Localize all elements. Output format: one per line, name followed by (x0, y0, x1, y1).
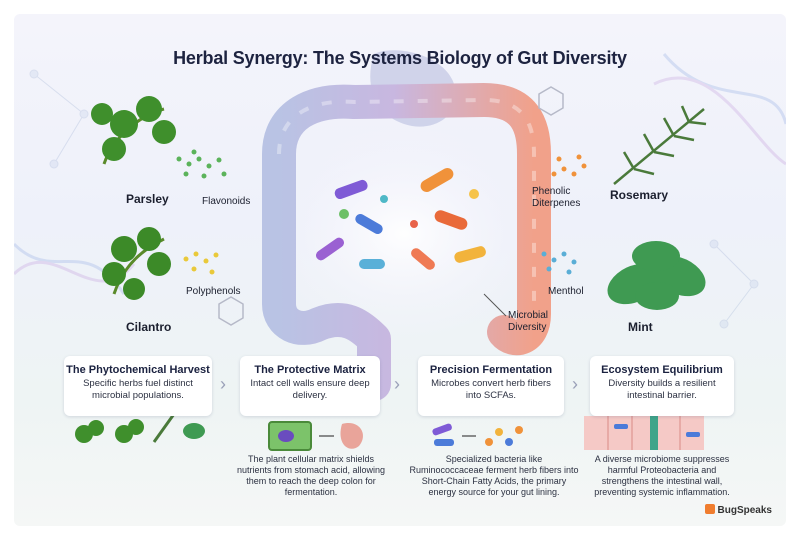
card-ecosystem-equilibrium: Ecosystem Equilibrium Diversity builds a… (590, 356, 734, 416)
mint-label: Mint (628, 320, 653, 334)
menthol-label: Menthol (548, 286, 584, 297)
rosemary-icon (613, 105, 707, 185)
card-title: The Phytochemical Harvest (66, 364, 210, 376)
card-text: Specific herbs fuel distinct microbial p… (83, 378, 193, 401)
mint-icon (607, 241, 706, 310)
card-phytochemical-harvest: The Phytochemical Harvest Specific herbs… (64, 356, 212, 416)
parsley-icon (91, 96, 176, 165)
phenolic-diterpenes-label: Phenolic Diterpenes (532, 186, 581, 209)
menthol-dots-icon (541, 251, 577, 275)
illustration (14, 50, 786, 451)
chevron-right-icon: › (220, 374, 226, 394)
infographic-frame: Herbal Synergy: The Systems Biology of G… (14, 14, 786, 526)
precision-fermentation-description: Specialized bacteria like Ruminococcacea… (409, 454, 579, 497)
flavonoids-label: Flavonoids (202, 196, 251, 207)
card-title: Ecosystem Equilibrium (601, 364, 723, 376)
card-title: Precision Fermentation (429, 364, 553, 376)
cilantro-label: Cilantro (126, 320, 172, 334)
card-text: Microbes convert herb fibers into SCFAs. (431, 378, 551, 401)
polyphenol-dots-icon (183, 251, 219, 275)
fermentation-icon (432, 423, 523, 446)
brand-logo: BugSpeaks (704, 504, 772, 516)
molecule-icon (218, 86, 564, 326)
diterpene-dots-icon (551, 154, 587, 177)
polyphenols-label: Polyphenols (186, 286, 241, 297)
protective-matrix-description: The plant cellular matrix shields nutrie… (236, 454, 386, 497)
network-nodes-icon (29, 69, 759, 329)
card-text: Intact cell walls ensure deep delivery. (250, 378, 370, 401)
bacteria-icon (315, 168, 486, 270)
brand-mark-icon (704, 504, 715, 514)
page-title: Herbal Synergy: The Systems Biology of G… (173, 48, 627, 68)
herb-bundle-icon (75, 413, 205, 443)
colon-icon (262, 83, 551, 401)
chevron-right-icon: › (572, 374, 578, 394)
brand-name: BugSpeaks (717, 505, 772, 516)
parsley-label: Parsley (126, 192, 169, 206)
microbial-diversity-label: Microbial Diversity (508, 310, 549, 333)
plant-cell-icon (268, 421, 363, 451)
ecosystem-equilibrium-description: A diverse microbiome suppresses harmful … (594, 454, 730, 497)
chevron-right-icon: › (394, 374, 400, 394)
card-precision-fermentation: Precision Fermentation Microbes convert … (418, 356, 564, 416)
intestinal-wall-icon (584, 410, 704, 450)
cilantro-icon (102, 227, 171, 300)
card-title: The Protective Matrix (254, 364, 366, 376)
flavonoid-dots-icon (176, 149, 227, 179)
rosemary-label: Rosemary (610, 188, 669, 202)
card-text: Diversity builds a resilient intestinal … (608, 378, 716, 401)
card-protective-matrix: The Protective Matrix Intact cell walls … (240, 356, 380, 416)
